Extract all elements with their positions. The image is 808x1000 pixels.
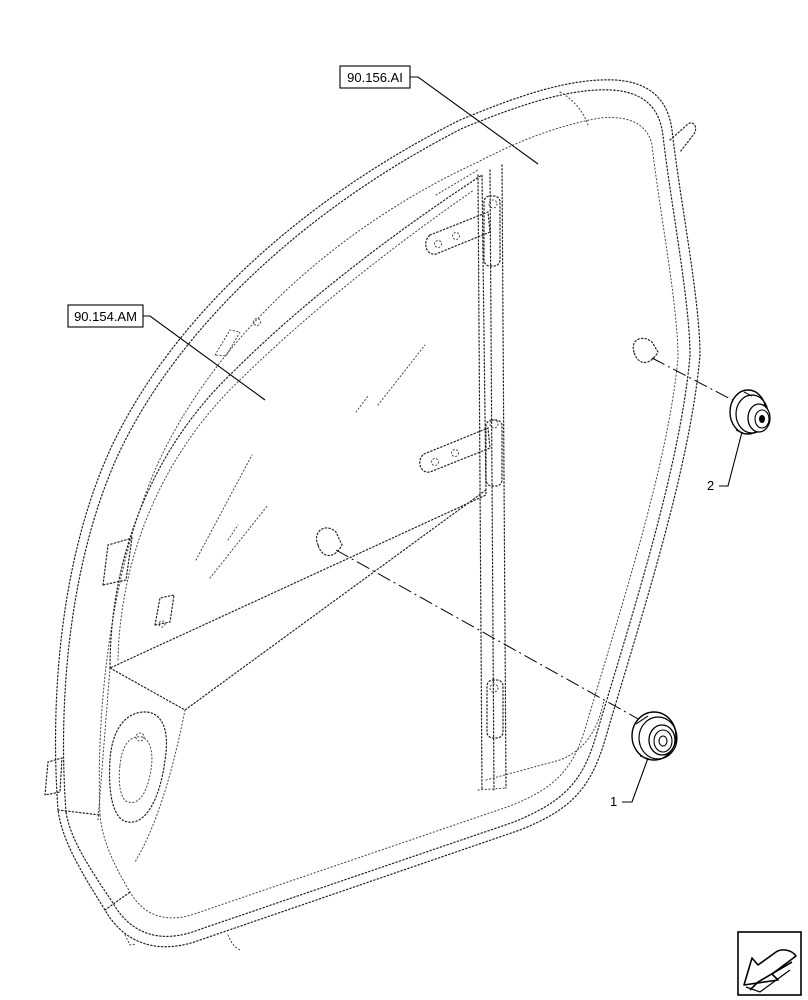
axis-item-2 xyxy=(651,357,741,405)
door-glass xyxy=(109,169,487,669)
callout-2-text: 2 xyxy=(707,478,714,493)
callout-item-2[interactable]: 2 xyxy=(707,431,743,493)
part-1-grommet xyxy=(631,711,678,761)
ref-label-door[interactable]: 90.154.AM xyxy=(67,304,266,401)
axis-item-1 xyxy=(335,549,641,721)
hinge-post xyxy=(419,164,507,791)
arrow-left-down-icon[interactable] xyxy=(737,931,802,996)
door-frame xyxy=(44,79,701,951)
lower-panel xyxy=(97,489,605,863)
mounting-holes xyxy=(315,337,659,557)
ref-window-text: 90.156.AI xyxy=(347,70,403,85)
ref-label-window[interactable]: 90.156.AI xyxy=(339,65,539,165)
callout-item-1[interactable]: 1 xyxy=(610,757,649,809)
part-2-grommet xyxy=(729,389,771,435)
ref-door-text: 90.154.AM xyxy=(74,309,137,324)
callout-1-text: 1 xyxy=(610,794,617,809)
